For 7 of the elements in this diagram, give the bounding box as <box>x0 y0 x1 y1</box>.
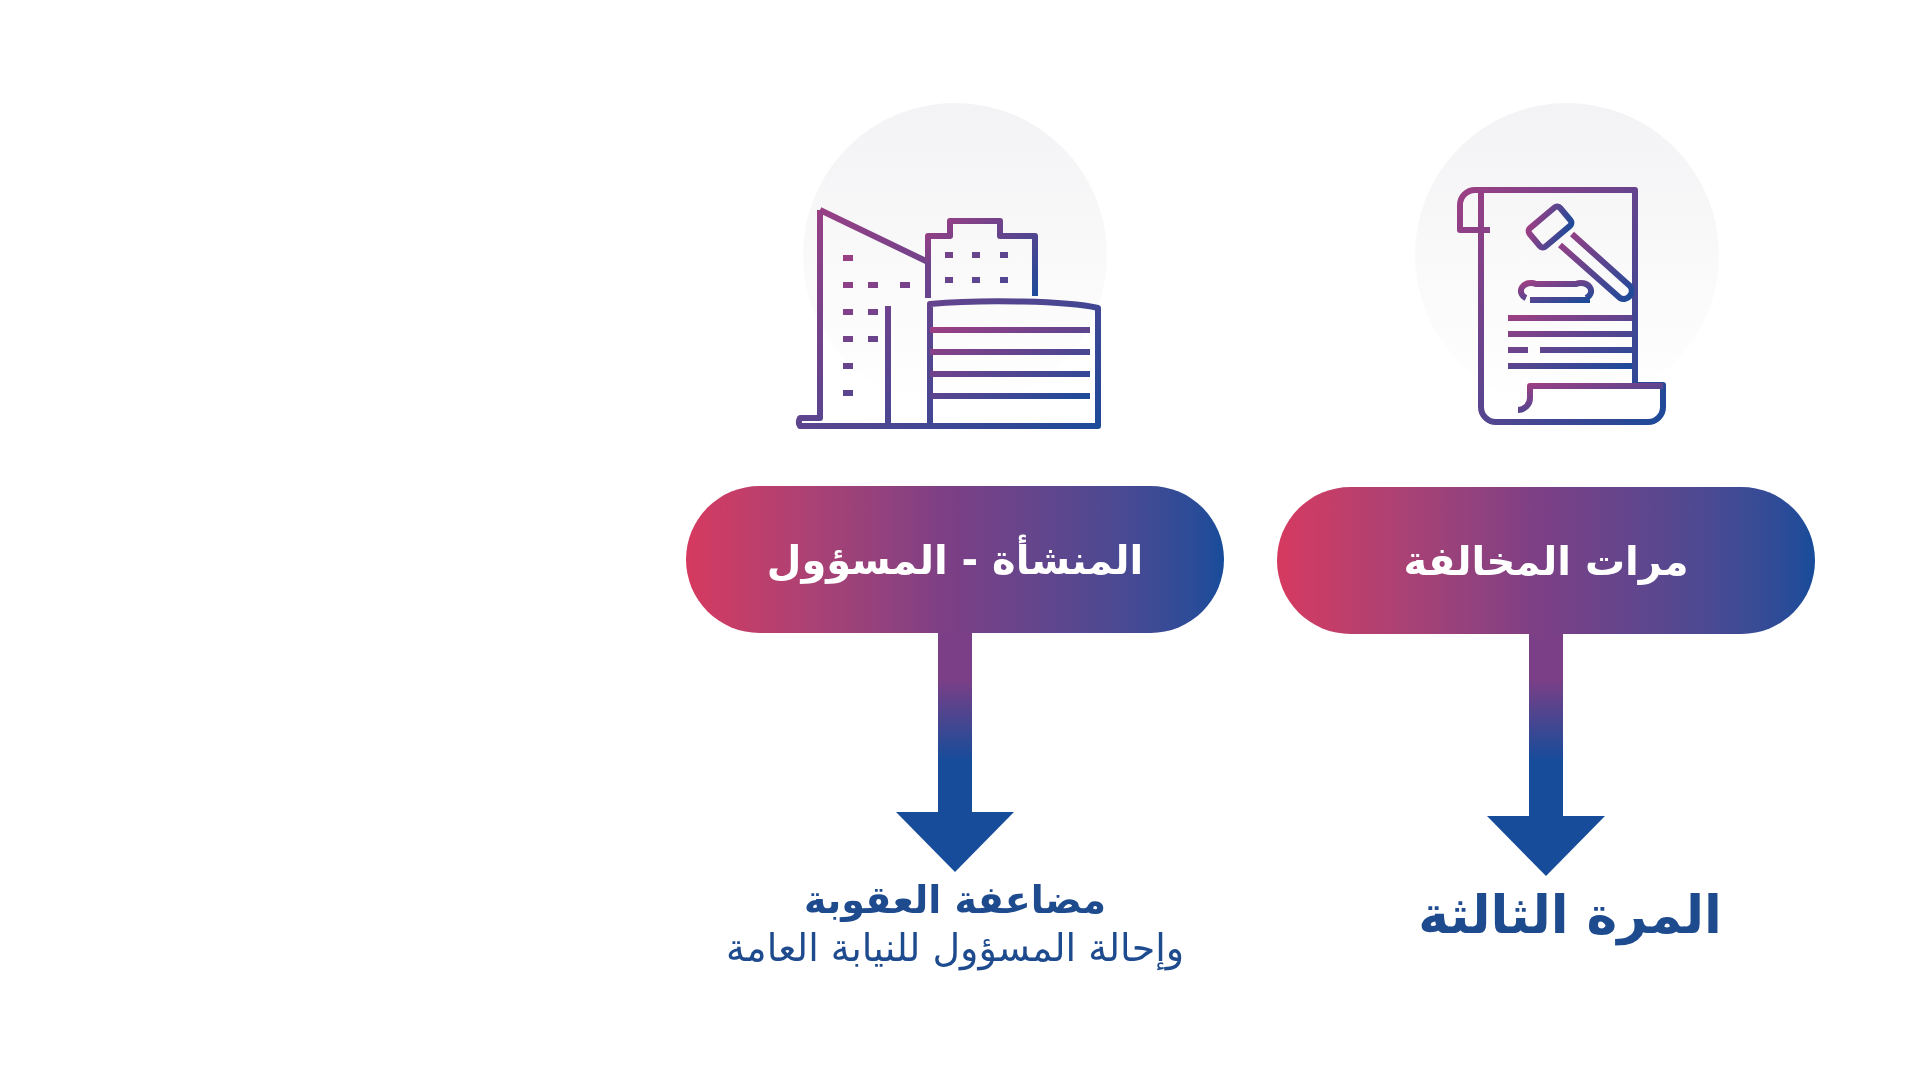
down-arrow <box>896 633 1014 872</box>
pill-label: المنشأة - المسؤول <box>766 533 1144 586</box>
down-arrow <box>1487 634 1605 876</box>
result-heading: المرة الثالثة <box>1418 884 1722 948</box>
result-heading: مضاعفة العقوبة <box>803 877 1107 924</box>
pill-label: مرات المخالفة <box>1403 536 1689 587</box>
result-text: وإحالة المسؤول للنيابة العامة <box>725 924 1185 972</box>
